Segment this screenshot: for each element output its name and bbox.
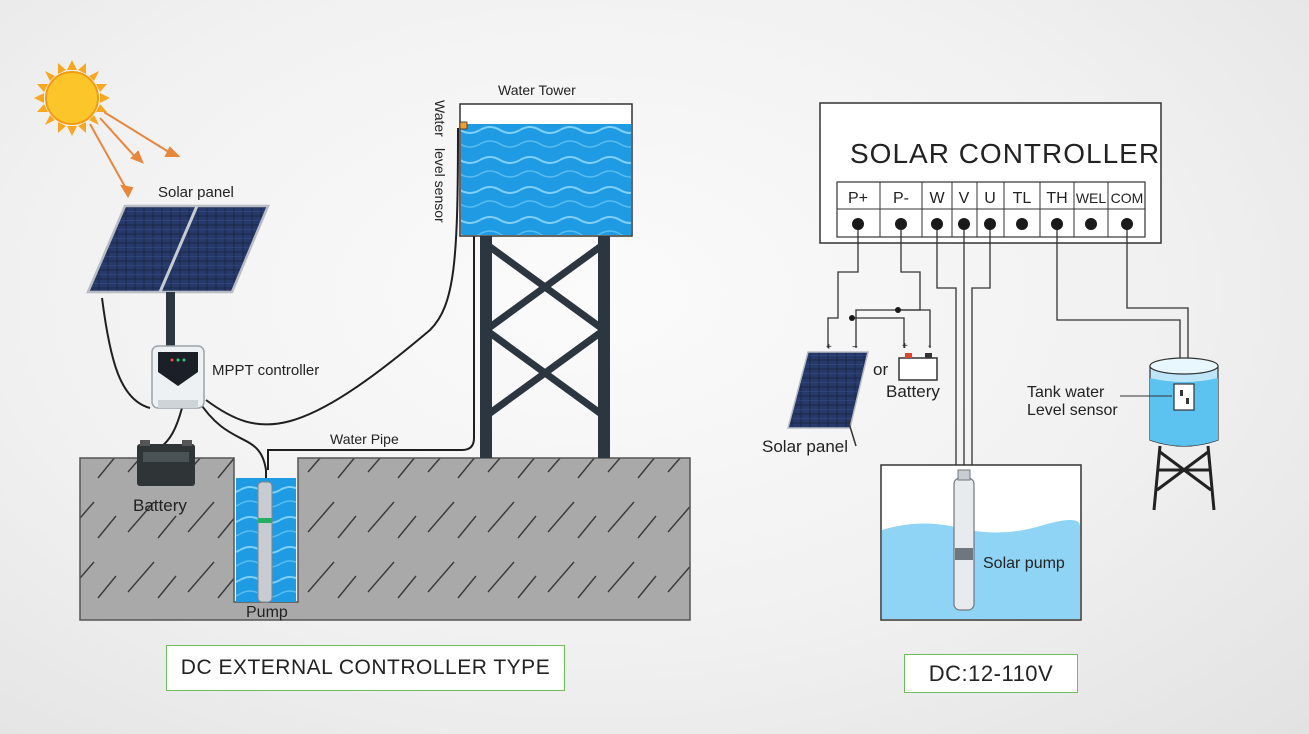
battery-minus-sign: - bbox=[928, 341, 931, 352]
water-pipe-label: Water Pipe bbox=[330, 431, 399, 447]
mppt-controller bbox=[151, 345, 205, 409]
solar-panel-label: Solar panel bbox=[158, 184, 234, 201]
or-label: or bbox=[873, 360, 888, 379]
solar-panel bbox=[86, 204, 270, 294]
junction-dots bbox=[849, 307, 901, 321]
terminal-u: U bbox=[984, 190, 996, 207]
tank-sensor-label-1: Tank water bbox=[1027, 384, 1105, 401]
tank-with-sensor bbox=[1149, 357, 1219, 511]
terminal-p-minus: P- bbox=[893, 190, 909, 207]
solar-pump-label: Solar pump bbox=[983, 555, 1065, 572]
water-pipe bbox=[267, 232, 475, 470]
terminal-labels: P+ P- W V U TL TH WEL COM bbox=[848, 190, 1143, 207]
terminal-th: TH bbox=[1046, 190, 1067, 207]
controller-title: SOLAR CONTROLLER bbox=[850, 138, 1160, 169]
wiring bbox=[827, 230, 1189, 470]
mppt-controller-label: MPPT controller bbox=[212, 362, 319, 379]
panel-pole bbox=[166, 292, 175, 350]
terminal-w: W bbox=[929, 190, 945, 207]
terminal-wel: WEL bbox=[1076, 190, 1107, 206]
pump-tank bbox=[880, 464, 1082, 621]
right-caption: DC:12-110V bbox=[904, 654, 1078, 693]
pump-label: Pump bbox=[246, 604, 288, 621]
right-battery-label: Battery bbox=[886, 382, 940, 401]
battery-small bbox=[898, 353, 938, 381]
left-caption: DC EXTERNAL CONTROLLER TYPE bbox=[166, 645, 565, 691]
sun-icon bbox=[34, 60, 110, 136]
water-tower bbox=[459, 103, 633, 458]
water-level-sensor-label: Water level sensor bbox=[432, 100, 448, 223]
battery-label: Battery bbox=[133, 496, 187, 515]
terminal-p-plus: P+ bbox=[848, 190, 868, 207]
ground bbox=[79, 457, 691, 621]
panel-plus-sign: + bbox=[826, 342, 832, 353]
water-level-sensor-label-1: Water bbox=[432, 100, 448, 137]
well bbox=[236, 478, 296, 603]
water-tower-label: Water Tower bbox=[498, 82, 576, 98]
battery-plus-sign: + bbox=[902, 341, 908, 352]
terminal-com: COM bbox=[1111, 190, 1144, 206]
sun-ray-arrows bbox=[89, 111, 181, 199]
panel-minus-sign: − bbox=[852, 342, 858, 353]
terminal-tl: TL bbox=[1013, 190, 1032, 207]
solar-panel-small bbox=[787, 351, 869, 447]
water-level-sensor-label-2: level sensor bbox=[432, 148, 448, 223]
terminal-v: V bbox=[959, 190, 970, 207]
battery bbox=[137, 440, 195, 486]
right-solar-panel-label: Solar panel bbox=[762, 437, 848, 456]
tank-sensor-label-2: Level sensor bbox=[1027, 402, 1118, 419]
terminal-dots bbox=[852, 218, 1133, 230]
